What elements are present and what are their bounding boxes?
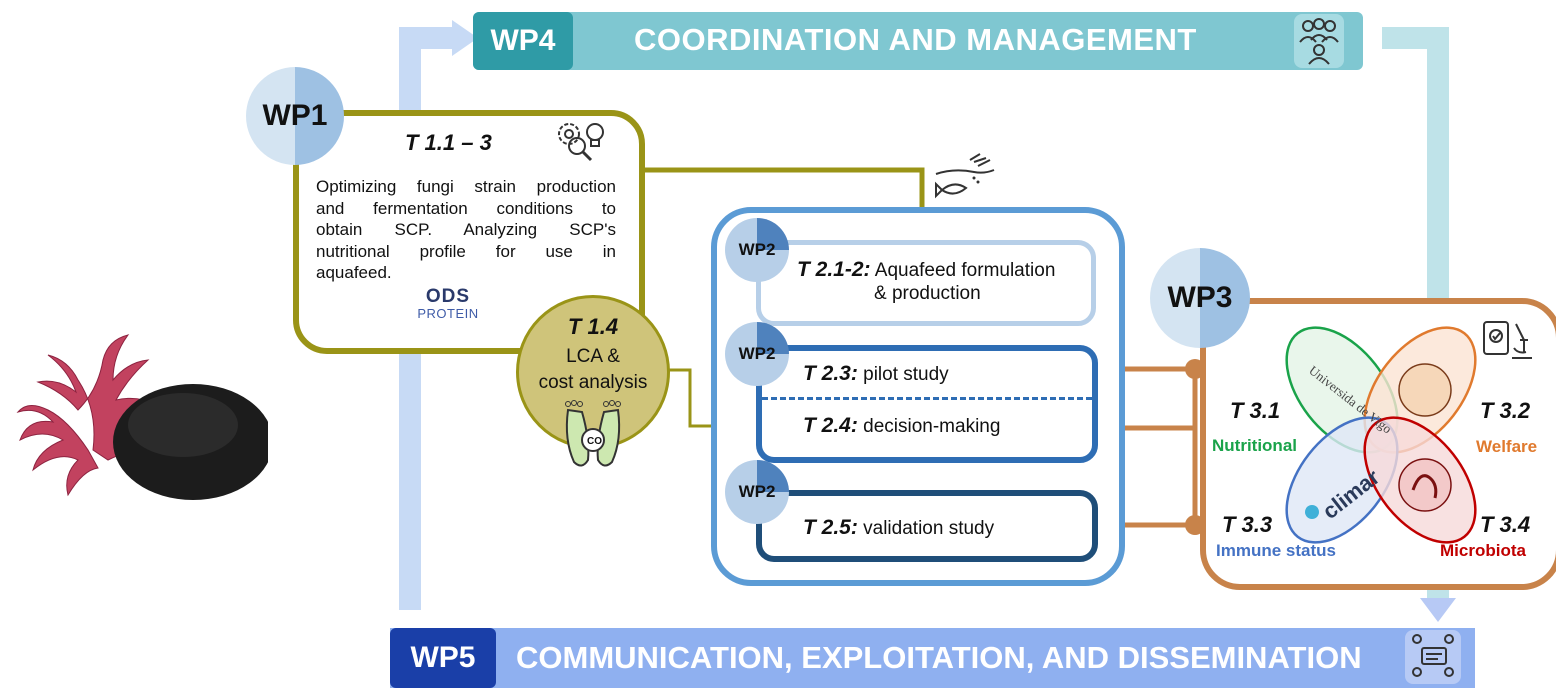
wp5-bar [390,628,1475,688]
upm-seal [1398,363,1452,417]
wp1-desc-line: Optimizing fungi strain production [316,177,616,196]
wp4-badge: WP4 [473,12,573,70]
wp3-circle: WP3 [1150,248,1250,348]
wp3-partner-logos: Universida de Vigo climar [1285,326,1477,544]
t24-text: decision-making [863,416,1001,437]
t33-label: Immune status [1216,541,1336,560]
wp1-desc-line: obtain SCP. Analyzing SCP's [316,220,616,239]
wp1-description: Optimizing fungi strain production and f… [316,176,616,284]
fish-feeding-icon [934,152,996,207]
t23-divider [762,397,1092,400]
t31-label: Nutritional [1212,436,1297,455]
ods-logo-top: ODS [425,286,471,307]
t25-task: T 2.5: validation study [803,516,994,540]
t14-line2: cost analysis [538,372,648,393]
t14-code: T 1.4 [567,314,619,339]
t34-label: Microbiota [1440,541,1526,560]
team-icon [1294,14,1344,68]
wp5-code: WP5 [410,641,476,674]
wp2-circle-3: WP2 [725,460,789,524]
wp1-code: WP1 [262,99,328,132]
wp1-task-code: T 1.1 – 3 [405,130,492,155]
svg-text:CO: CO [587,436,602,447]
wp4-title: COORDINATION AND MANAGEMENT [634,22,1197,57]
t25-code: T 2.5: [803,516,858,539]
wp3-code: WP3 [1167,281,1233,314]
t14-line1: LCA & [566,346,620,367]
t23-box [756,345,1098,463]
frame-arrowhead-wp5 [1420,598,1456,622]
frame-arrowhead-wp4 [452,20,478,56]
wp1-desc-line: nutritional profile for use in [316,241,616,261]
wp2-circle-2: WP2 [725,322,789,386]
wp1-desc-line: aquafeed. [316,263,392,282]
seaweed-biomass-illustration [16,334,268,500]
wp2-code: WP2 [738,240,776,259]
co2-footprint-icon: CO [560,400,626,477]
wp5-badge: WP5 [390,628,496,688]
wp1-desc-line: and fermentation conditions to [316,198,616,218]
t24-task: T 2.4: decision-making [803,414,1000,438]
t21-task: T 2.1-2: Aquafeed formulation [797,258,1055,282]
wp1-circle: WP1 [246,67,344,165]
ods-protein-logo: ODS PROTEIN [412,286,484,321]
wp4-bar [473,12,1363,70]
t21-text2: & production [874,283,981,304]
t21-box [756,240,1096,326]
t21-text: Aquafeed formulation [874,260,1056,281]
wp5-title: COMMUNICATION, EXPLOITATION, AND DISSEMI… [516,640,1362,675]
wp1-to-wp2-arrow [635,167,925,222]
t25-text: validation study [863,518,995,539]
t24-code: T 2.4: [803,414,858,437]
t25-box [756,490,1098,562]
t32-label: Welfare [1476,437,1538,456]
uni-seal [1398,458,1452,512]
t21-code: T 2.1-2: [797,258,871,281]
ods-logo-bottom: PROTEIN [417,306,479,321]
t23-code: T 2.3: [803,362,858,385]
t33-code: T 3.3 [1222,512,1273,537]
communication-icon [1405,630,1461,684]
wp4-code: WP4 [490,24,556,57]
t34-code: T 3.4 [1480,512,1531,537]
wp2-code: WP2 [738,482,776,501]
t32-code: T 3.2 [1480,398,1531,423]
frame-arrow-left [399,27,455,610]
t23-task: T 2.3: pilot study [803,362,949,386]
microscope-icon [1482,318,1534,369]
t31-code: T 3.1 [1230,398,1281,423]
research-icon [553,118,605,169]
t14-circle [516,295,670,449]
wp2-code: WP2 [738,344,776,363]
wp2-circle-1: WP2 [725,218,789,282]
t23-text: pilot study [863,364,949,385]
